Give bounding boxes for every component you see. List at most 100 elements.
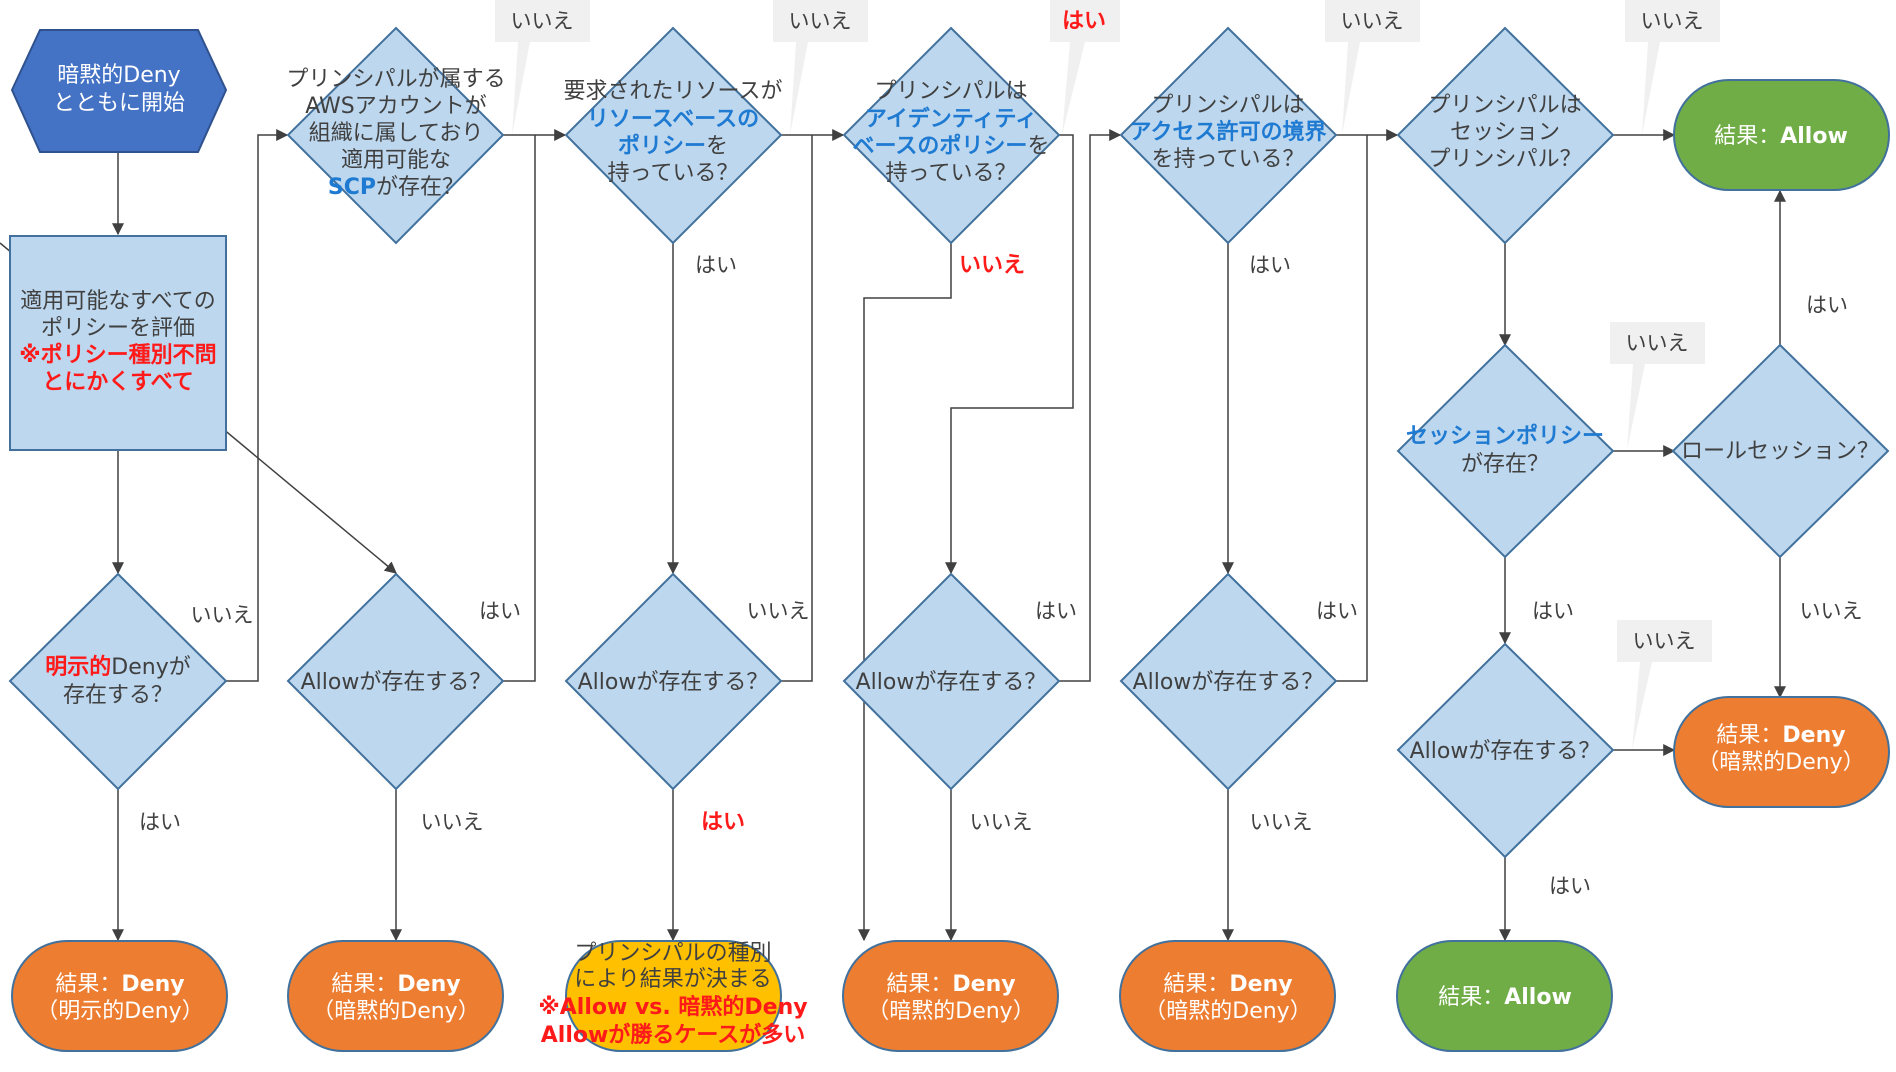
result-deny-boundary-line1: 結果：Deny bbox=[1163, 972, 1292, 997]
explicit-deny-line1: 明示的Denyが bbox=[45, 654, 190, 680]
decision-allow-resource: Allowが存在する？ bbox=[564, 572, 783, 791]
callout-shapes bbox=[495, 0, 1720, 750]
decision-permissions-boundary: プリンシパルは アクセス許可の境界 を持っている？ bbox=[1119, 26, 1338, 245]
decision-resource-policy: 要求されたリソースが リソースベースの ポリシーを 持っている？ bbox=[564, 26, 783, 245]
evaluate-line3: ※ポリシー種別不問 bbox=[19, 342, 216, 368]
label-explicit-deny-no: いいえ bbox=[191, 603, 254, 627]
explicit-deny-rest: Denyが bbox=[111, 655, 190, 680]
session-policy-line1: セッションポリシー bbox=[1406, 423, 1604, 449]
deny-label: Deny bbox=[1229, 972, 1292, 997]
resource-rest2: を bbox=[706, 134, 728, 159]
conditional-line4: Allowが勝るケースが多い bbox=[541, 1022, 805, 1048]
session-principal-line2: セッション bbox=[1450, 120, 1560, 145]
resource-line2: リソースベースの bbox=[587, 107, 759, 132]
result-deny-scp-sub: （暗黙的Deny） bbox=[312, 999, 479, 1024]
edges bbox=[0, 129, 1786, 942]
session-principal-line1: プリンシパルは bbox=[1428, 93, 1581, 118]
result-prefix: 結果： bbox=[55, 972, 121, 997]
deny-label: Deny bbox=[121, 972, 184, 997]
result-prefix: 結果： bbox=[1714, 124, 1780, 149]
result-deny-identity-sub: （暗黙的Deny） bbox=[867, 999, 1034, 1024]
identity-em1: アイデンティティ bbox=[865, 106, 1037, 132]
conditional-line3: ※Allow vs. 暗黙的Deny bbox=[538, 994, 807, 1020]
session-principal-line3: プリンシパル？ bbox=[1428, 147, 1581, 172]
allow-session-text: Allowが存在する？ bbox=[1410, 739, 1601, 764]
allow-label: Allow bbox=[1780, 124, 1848, 149]
explicit-deny-em: 明示的 bbox=[45, 654, 111, 680]
label-boundary-no: いいえ bbox=[1341, 9, 1404, 33]
result-deny-right-line1: 結果：Deny bbox=[1716, 723, 1845, 748]
scp-line1: プリンシパルが属する bbox=[286, 67, 505, 92]
label-explicit-deny-yes: はい bbox=[139, 810, 181, 834]
allow-identity-text: Allowが存在する？ bbox=[856, 670, 1047, 695]
label-resource-no: いいえ bbox=[789, 9, 852, 33]
identity-em2: ベースのポリシー bbox=[853, 133, 1028, 159]
result-deny-boundary-sub: （暗黙的Deny） bbox=[1144, 999, 1311, 1024]
decision-allow-boundary: Allowが存在する？ bbox=[1119, 572, 1338, 791]
decision-allow-scp: Allowが存在する？ bbox=[286, 572, 505, 791]
label-boundary-yes: はい bbox=[1249, 253, 1291, 277]
label-allow-boundary-yes: はい bbox=[1316, 599, 1358, 623]
decision-explicit-deny: 明示的Denyが 存在する？ bbox=[8, 572, 228, 791]
allow-boundary-text: Allowが存在する？ bbox=[1133, 670, 1324, 695]
resource-line4: 持っている？ bbox=[608, 161, 739, 186]
explicit-deny-line2: 存在する？ bbox=[63, 683, 173, 708]
decision-allow-identity: Allowが存在する？ bbox=[842, 572, 1061, 791]
label-allow-scp-yes: はい bbox=[479, 599, 521, 623]
scp-line4: 適用可能な bbox=[341, 148, 451, 173]
resource-line1: 要求されたリソースが bbox=[564, 79, 783, 104]
label-identity-yes: はい bbox=[1062, 9, 1106, 34]
identity-line3: ベースのポリシーを bbox=[853, 133, 1050, 159]
result-allow-session-line1: 結果：Allow bbox=[1438, 985, 1572, 1010]
identity-line1: プリンシパルは bbox=[874, 79, 1027, 104]
label-identity-no: いいえ bbox=[959, 253, 1025, 278]
result-allow-top-line1: 結果：Allow bbox=[1714, 124, 1848, 149]
result-allow-top: 結果：Allow bbox=[1673, 79, 1890, 191]
deny-label: Deny bbox=[1782, 723, 1845, 748]
decision-session-policy: セッションポリシー が存在？ bbox=[1396, 343, 1615, 559]
conditional-line1: プリンシパルの種別 bbox=[574, 941, 771, 966]
scp-line2: AWSアカウントが bbox=[305, 94, 487, 119]
start-line2: とともに開始 bbox=[53, 91, 185, 116]
label-allow-boundary-no: いいえ bbox=[1250, 810, 1313, 834]
result-deny-boundary: 結果：Deny （暗黙的Deny） bbox=[1119, 940, 1336, 1052]
decision-session-principal: プリンシパルは セッション プリンシパル？ bbox=[1396, 26, 1615, 245]
result-deny-right: 結果：Deny （暗黙的Deny） bbox=[1673, 696, 1890, 808]
label-allow-identity-yes: はい bbox=[1035, 599, 1077, 623]
resource-em2: ポリシー bbox=[618, 133, 706, 159]
label-scp-no: いいえ bbox=[511, 9, 574, 33]
label-allow-scp-no: いいえ bbox=[421, 810, 484, 834]
evaluate-node: 適用可能なすべての ポリシーを評価 ※ポリシー種別不問 とにかくすべて bbox=[9, 235, 227, 451]
resource-line3: ポリシーを bbox=[618, 133, 728, 159]
decision-identity-policy: プリンシパルは アイデンティティ ベースのポリシーを 持っている？ bbox=[842, 26, 1061, 245]
result-deny-scp: 結果：Deny （暗黙的Deny） bbox=[287, 940, 504, 1052]
label-session-policy-no: いいえ bbox=[1626, 331, 1689, 355]
evaluate-line2: ポリシーを評価 bbox=[41, 316, 195, 341]
identity-line2: アイデンティティ bbox=[865, 106, 1037, 132]
result-explicit-deny-line1: 結果：Deny bbox=[55, 972, 184, 997]
start-line1: 暗黙的Deny bbox=[57, 63, 180, 88]
boundary-line2: アクセス許可の境界 bbox=[1130, 119, 1327, 145]
session-policy-line2: が存在？ bbox=[1461, 452, 1549, 477]
label-session-principal-no: いいえ bbox=[1641, 9, 1704, 33]
result-explicit-deny: 結果：Deny （明示的Deny） bbox=[11, 940, 228, 1052]
label-allow-session-no: いいえ bbox=[1633, 629, 1696, 653]
result-prefix: 結果： bbox=[1438, 985, 1504, 1010]
resource-em1: リソースベースの bbox=[587, 107, 759, 132]
boundary-line1: プリンシパルは bbox=[1151, 93, 1304, 118]
result-prefix: 結果： bbox=[1716, 723, 1782, 748]
result-explicit-deny-sub: （明示的Deny） bbox=[36, 999, 203, 1024]
label-allow-identity-no: いいえ bbox=[970, 810, 1033, 834]
label-role-session-no: いいえ bbox=[1800, 599, 1863, 623]
allow-label: Allow bbox=[1504, 985, 1572, 1010]
result-prefix: 結果： bbox=[886, 972, 952, 997]
label-role-session-yes: はい bbox=[1806, 293, 1848, 317]
boundary-em1: アクセス許可の境界 bbox=[1130, 119, 1327, 145]
deny-label: Deny bbox=[952, 972, 1015, 997]
label-resource-yes: はい bbox=[695, 253, 737, 277]
scp-em: SCP bbox=[328, 175, 376, 200]
allow-scp-text: Allowが存在する？ bbox=[301, 670, 492, 695]
allow-resource-text: Allowが存在する？ bbox=[578, 670, 769, 695]
